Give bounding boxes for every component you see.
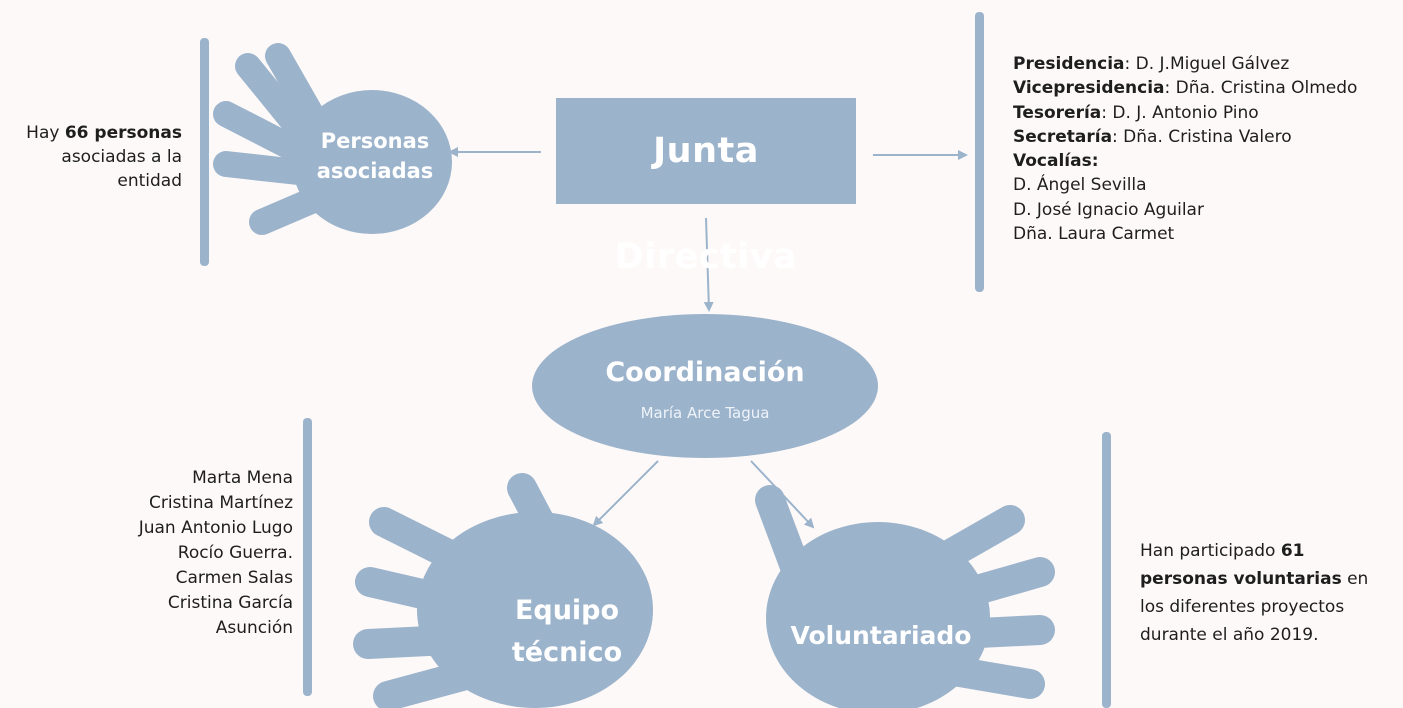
- hand-label-voluntariado: Voluntariado: [790, 621, 972, 650]
- voluntariado-note-line2: personas voluntarias en: [1140, 569, 1369, 589]
- equipo-member: Cristina Martínez: [148, 493, 293, 513]
- asociados-note-line2: asociadas a la: [61, 147, 182, 167]
- coordinacion-title: Coordinación: [605, 357, 805, 388]
- hand-label-asociados-line1: Personas: [320, 129, 430, 153]
- equipo-member: Cristina García: [167, 593, 293, 613]
- junta-role-secretaria: Secretaría: Dña. Cristina Valero: [1013, 126, 1292, 147]
- equipo-member: Juan Antonio Lugo: [138, 518, 293, 538]
- hand-icon-voluntariado: [755, 485, 1055, 708]
- junta-vocal: Dña. Laura Carmet: [1013, 224, 1175, 245]
- hand-label-asociados: Personas asociadas: [300, 126, 450, 186]
- junta-role-vicepresidencia: Vicepresidencia: Dña. Cristina Olmedo: [1013, 78, 1358, 99]
- equipo-member: Carmen Salas: [175, 568, 293, 588]
- voluntariado-note: Han participado 61 personas voluntarias …: [1140, 537, 1400, 649]
- equipo-member: Marta Mena: [192, 468, 293, 488]
- junta-role-presidencia: Presidencia: D. J.Miguel Gálvez: [1013, 54, 1290, 74]
- junta-vocalias-label: Vocalías:: [1013, 151, 1099, 172]
- arrow-to-equipo: [592, 460, 659, 527]
- hand-label-asociados-line2: asociadas: [316, 159, 434, 183]
- asociados-note-count: 66 personas: [64, 123, 182, 143]
- hand-label-equipo-line1: Equipo: [514, 595, 620, 626]
- equipo-member: Rocío Guerra.: [177, 543, 293, 563]
- voluntariado-note-line3: los diferentes proyectos: [1140, 597, 1345, 617]
- asociados-note-pre: Hay: [26, 123, 60, 143]
- junta-directiva-title: Junta Directiva: [614, 131, 798, 277]
- hand-icon-asociados: [213, 43, 452, 235]
- voluntariado-note-line4: durante el año 2019.: [1140, 625, 1319, 645]
- coordinacion-ellipse: [532, 314, 878, 458]
- equipo-member: Asunción: [215, 618, 293, 638]
- arrow-to-voluntariado: [750, 460, 815, 529]
- asociados-note-line1: Hay 66 personas: [0, 121, 182, 145]
- divider-bar-asociados: [200, 38, 209, 266]
- junta-directiva-box: [556, 98, 856, 204]
- junta-role-tesoreria: Tesorería: D. J. Antonio Pino: [1013, 102, 1259, 123]
- divider-bar-junta: [975, 12, 984, 292]
- equipo-member-list: Marta Mena Cristina Martínez Juan Antoni…: [60, 466, 293, 641]
- hand-label-equipo-line2: técnico: [511, 637, 623, 668]
- junta-vocal: D. Ángel Sevilla: [1013, 175, 1147, 196]
- asociados-note-line3: entidad: [117, 171, 182, 191]
- junta-member-list: Presidencia: D. J.Miguel Gálvez Vicepres…: [1013, 52, 1398, 246]
- divider-bar-equipo: [303, 418, 312, 696]
- divider-bar-voluntariado: [1102, 432, 1111, 708]
- coordinacion-name: María Arce Tagua: [640, 404, 770, 422]
- junta-vocal: D. José Ignacio Aguilar: [1013, 199, 1204, 220]
- hand-label-equipo: Equipo técnico: [492, 590, 642, 674]
- asociados-note: Hay 66 personas asociadas a la entidad: [0, 121, 182, 193]
- hand-icon-equipo: [353, 473, 653, 708]
- voluntariado-note-line1: Han participado 61: [1140, 541, 1305, 561]
- arrow-to-coordinacion: [703, 217, 714, 312]
